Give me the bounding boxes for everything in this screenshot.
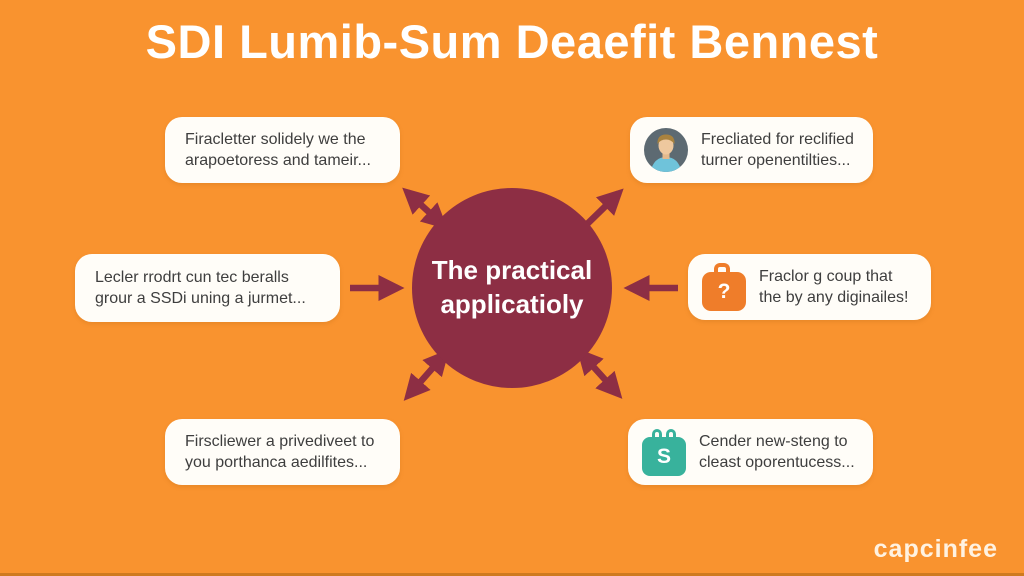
callout-text: Fraclor g coup that the by any diginaile… bbox=[759, 267, 909, 306]
bag-handle-left bbox=[652, 429, 662, 440]
briefcase-handle bbox=[714, 263, 730, 276]
callout-card-mid-right: ? Fraclor g coup that the by any diginai… bbox=[688, 254, 931, 320]
callout-card-top-right: Frecliated for reclified turner openenti… bbox=[630, 117, 873, 183]
callout-card-mid-left: Lecler rrodrt cun tec beralls grour a SS… bbox=[75, 254, 340, 322]
callout-card-bottom-left: Firscliewer a privediveet to you porthan… bbox=[165, 419, 400, 485]
bag-handle-right bbox=[666, 429, 676, 440]
central-topic-line2: applicatioly bbox=[440, 289, 584, 319]
central-topic-line1: The practical bbox=[431, 255, 593, 286]
callout-card-bottom-right: S Cender new-steng to cleast oporentuces… bbox=[628, 419, 873, 485]
callout-text: Firscliewer a privediveet to you porthan… bbox=[185, 432, 375, 471]
callout-text: Cender new-steng to cleast oporentucess.… bbox=[699, 432, 855, 471]
briefcase-glyph: ? bbox=[717, 279, 731, 303]
callout-text: Lecler rrodrt cun tec beralls grour a SS… bbox=[95, 268, 306, 307]
briefcase-question-icon: ? bbox=[702, 263, 746, 311]
bag-glyph: S bbox=[656, 444, 671, 468]
callout-text: Frecliated for reclified turner openenti… bbox=[701, 130, 854, 169]
callout-card-top-left: Firacletter solidely we the arapoetoress… bbox=[165, 117, 400, 183]
arrow-bottom-left bbox=[403, 349, 450, 401]
arrow-bottom-right bbox=[576, 348, 623, 399]
shopping-bag-icon: S bbox=[642, 428, 686, 476]
callout-text: Firacletter solidely we the arapoetoress… bbox=[185, 130, 371, 169]
central-topic-circle: The practical applicatioly bbox=[412, 188, 612, 388]
bottom-edge-strip bbox=[0, 573, 1024, 576]
watermark-logo: capcinfee bbox=[873, 535, 998, 563]
person-avatar-icon bbox=[644, 128, 688, 172]
page-title: SDI Lumib-Sum Deaefit Bennest bbox=[145, 15, 879, 68]
